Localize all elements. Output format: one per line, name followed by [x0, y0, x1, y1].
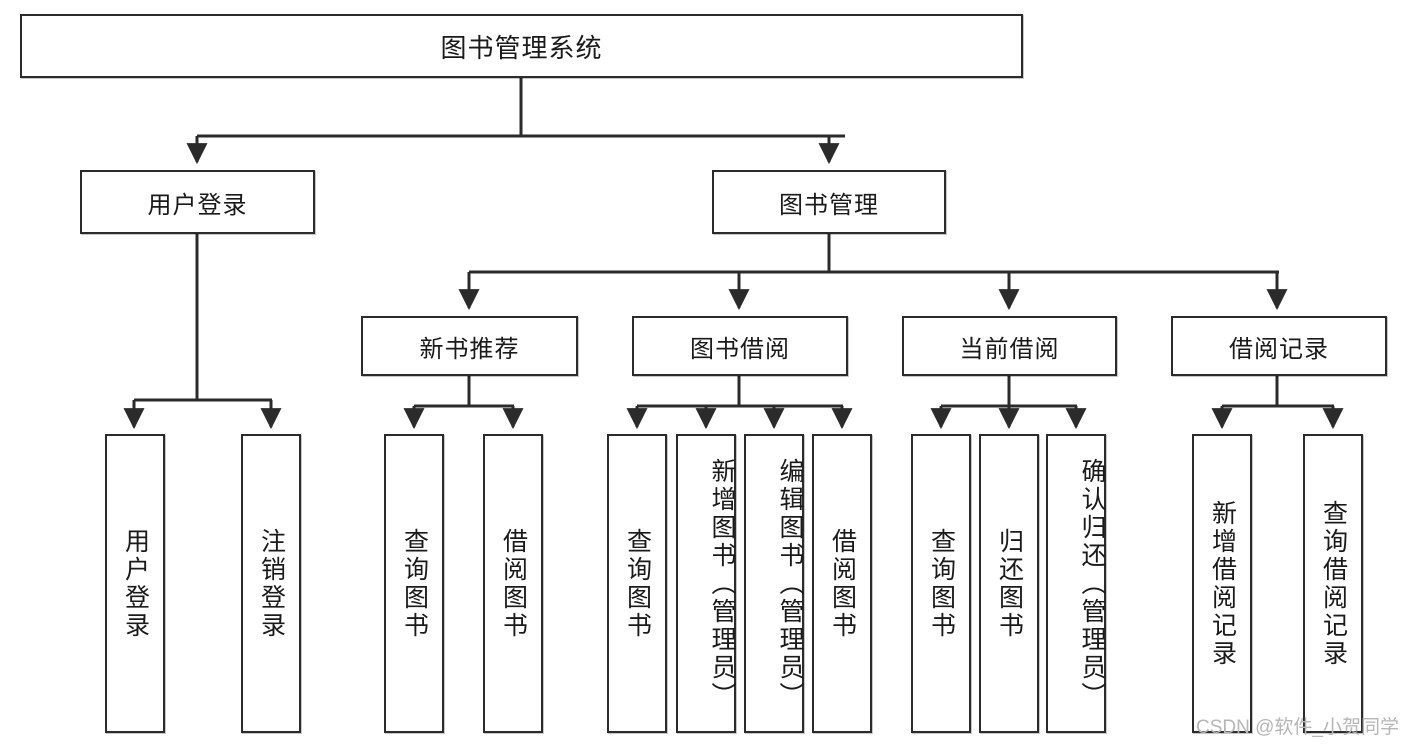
- node-new-book-recommend[interactable]: 新书推荐: [361, 316, 578, 376]
- leaf-borrow-record-query-record[interactable]: 查询借阅记录: [1303, 434, 1363, 733]
- node-label: 查询图书: [400, 527, 429, 640]
- node-label: 借阅图书: [828, 527, 857, 640]
- node-label: 新增借阅记录: [1208, 499, 1237, 668]
- leaf-book-borrow-edit-book-admin[interactable]: 编辑图书（管理员）: [744, 434, 804, 733]
- node-current-borrow[interactable]: 当前借阅: [902, 316, 1117, 376]
- node-book-management[interactable]: 图书管理: [712, 170, 946, 234]
- node-root-book-management-system[interactable]: 图书管理系统: [20, 14, 1023, 78]
- node-label: 借阅记录: [1229, 335, 1329, 363]
- node-book-borrow[interactable]: 图书借阅: [632, 316, 848, 376]
- node-label: 图书借阅: [690, 335, 790, 363]
- node-label: 查询图书: [927, 527, 956, 640]
- leaf-current-borrow-return-book[interactable]: 归还图书: [979, 434, 1039, 733]
- node-label: 归还图书: [995, 527, 1024, 640]
- leaf-book-borrow-add-book-admin[interactable]: 新增图书（管理员）: [676, 434, 736, 733]
- leaf-book-borrow-borrow-book[interactable]: 借阅图书: [812, 434, 872, 733]
- node-label: 查询借阅记录: [1319, 499, 1348, 668]
- leaf-borrow-record-add-record[interactable]: 新增借阅记录: [1192, 434, 1252, 733]
- csdn-watermark: CSDN @软件_小贺同学: [1196, 717, 1399, 738]
- leaf-user-login-signin[interactable]: 用户登录: [105, 434, 165, 733]
- leaf-book-borrow-query-book[interactable]: 查询图书: [607, 434, 667, 733]
- node-label: 查询图书: [623, 527, 652, 640]
- leaf-new-book-borrow-book[interactable]: 借阅图书: [483, 434, 543, 733]
- node-label: 借阅图书: [499, 527, 528, 640]
- node-label: 确认归还（管理员）: [1078, 457, 1106, 710]
- node-label: 用户登录: [147, 191, 248, 219]
- node-label: 新增图书（管理员）: [708, 457, 736, 710]
- node-label: 注销登录: [257, 527, 286, 640]
- node-label: 图书管理: [779, 191, 879, 219]
- node-label: 图书管理系统: [440, 32, 603, 63]
- node-label: 用户登录: [121, 527, 150, 640]
- node-user-login[interactable]: 用户登录: [80, 170, 315, 234]
- node-borrow-record[interactable]: 借阅记录: [1171, 316, 1387, 376]
- node-label: 编辑图书（管理员）: [776, 457, 804, 710]
- leaf-user-login-signout[interactable]: 注销登录: [241, 434, 301, 733]
- node-label: 新书推荐: [419, 335, 520, 363]
- leaf-current-borrow-confirm-return-admin[interactable]: 确认归还（管理员）: [1046, 434, 1106, 733]
- node-label: 当前借阅: [959, 335, 1060, 363]
- leaf-new-book-query-book[interactable]: 查询图书: [384, 434, 444, 733]
- leaf-current-borrow-query-book[interactable]: 查询图书: [911, 434, 971, 733]
